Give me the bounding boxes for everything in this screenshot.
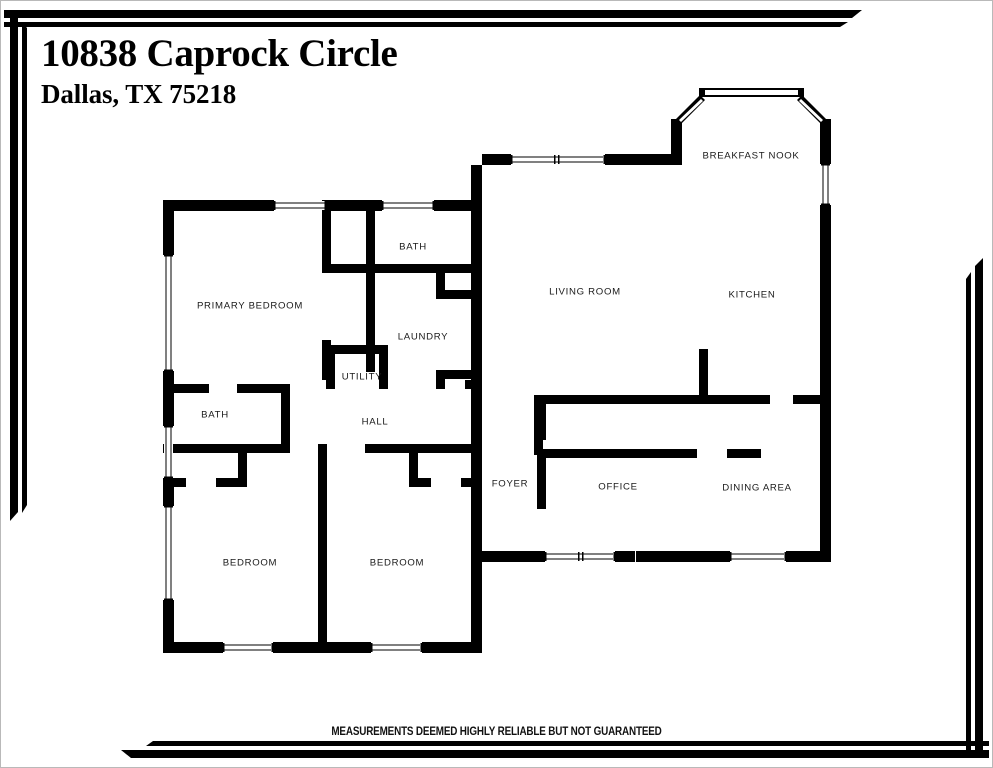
wall-left-exterior-d [163,600,174,653]
wall-hallbath-top-b [237,384,290,393]
window-primary-bedroom-west [164,255,173,371]
room-label-living-room: LIVING ROOM [549,287,621,298]
wall-bottom-right-d [786,551,831,562]
room-labels: PRIMARY BEDROOM BATH LAUNDRY UTILITY BAT… [197,151,799,569]
wall-hallbath-right [281,384,290,444]
room-label-kitchen: KITCHEN [728,290,775,301]
window-kitchen-east [821,164,830,205]
wall-wing-divider-top [471,165,482,405]
wall-primary-closet-h [322,264,388,273]
window-office-south-a [545,552,615,561]
wall-hall-post-2 [379,380,388,389]
wall-foyer-office-v [537,449,546,509]
window-hallbath-west [164,426,173,478]
wall-left-exterior-c [163,478,174,506]
wall-nook-right [820,119,831,164]
window-bath-north [382,201,434,210]
wall-bath-right-c [436,290,474,299]
wall-bottom-left-b [273,642,371,653]
wall-nook-left [671,119,682,165]
wall-kitchen-peninsula [699,349,708,399]
wall-bottom-right-a [482,551,545,562]
walls [163,119,831,653]
wall-bath-left [366,205,375,269]
wall-bed3-closet-h2 [461,478,482,487]
room-label-office: OFFICE [598,482,637,493]
wall-bottom-right-b [615,551,635,562]
wall-left-exterior-b [163,371,174,426]
room-label-bedroom-3: BEDROOM [370,558,424,569]
wall-bath-right-a [436,264,474,273]
wall-bath-left-b [366,264,375,372]
address-line-2: Dallas, TX 75218 [41,79,237,109]
room-label-bath-primary: BATH [399,242,427,253]
wall-top-left-b [326,200,382,211]
window-living-room-north [511,155,605,164]
wall-laundry-left [436,370,445,389]
wall-top-left-c [434,200,482,211]
wall-bath-right-b [436,268,445,296]
wall-bed2-closet-h [163,478,186,487]
room-label-primary-bedroom: PRIMARY BEDROOM [197,301,303,312]
room-label-hall: HALL [362,417,389,428]
wall-leftwing-right [471,465,482,643]
room-label-dining-area: DINING AREA [722,483,792,494]
wall-nub-foyer-north [537,400,546,440]
room-label-utility: UTILITY [342,372,383,383]
wall-bed3-closet-h [409,478,431,487]
wall-bed2-closet-h2 [216,478,247,487]
wall-bed3-closet-v [409,444,418,486]
wall-bath-laundry-div [375,264,436,273]
wall-hall-post-1 [326,380,335,389]
wall-hallbath-top-a [163,384,209,393]
measurements-disclaimer: MEASUREMENTS DEEMED HIGHLY RELIABLE BUT … [331,726,662,738]
wall-living-kitchen-south-b [793,395,831,404]
wall-office-north-b [621,449,697,458]
wall-hall-post-4 [465,380,474,389]
bay-window-breakfast-nook [676,88,826,124]
wall-bed3-closet-top [365,444,482,453]
wall-utility-top [326,345,388,354]
window-dining-south [730,552,786,561]
wall-wing-divider-bot [471,405,482,465]
window-bedroom2-south [223,643,273,652]
address-line-1: 10838 Caprock Circle [41,32,398,75]
windows [164,155,830,652]
window-bedroom2-west [164,506,173,600]
wall-bottom-left-a [163,642,223,653]
room-label-bedroom-2: BEDROOM [223,558,277,569]
wall-left-exterior-a [163,200,174,255]
wall-bedroom-divider [318,444,327,643]
wall-bed2-closet-v [238,444,247,486]
wall-bottom-right-c [636,551,730,562]
wall-utility-left [326,345,335,389]
room-label-foyer: FOYER [492,479,529,490]
wall-hallbath-bottom [163,444,290,453]
room-label-laundry: LAUNDRY [398,332,449,343]
wall-utility-right [379,345,388,389]
wall-foyer-office-h [537,449,621,458]
wall-office-north-c [727,449,761,458]
wall-hall-post-3 [436,380,445,389]
wall-top-left-a [163,200,274,211]
wall-laundry-bottom [436,370,474,379]
wall-living-kitchen-south-a [534,395,770,404]
wall-primary-closet-v [322,200,331,270]
wall-living-north-a [482,154,511,165]
room-label-breakfast-nook: BREAKFAST NOOK [702,151,799,162]
wall-right-exterior-c [820,404,831,557]
window-bedroom3-south [371,643,422,652]
wall-right-exterior-b [820,205,831,395]
window-primary-bedroom-north [274,201,326,210]
wall-living-north-b [605,154,671,165]
title-block: 10838 Caprock Circle Dallas, TX 75218 [41,32,661,110]
room-label-bath-hall: BATH [201,410,229,421]
wall-bottom-left-c [422,642,482,653]
